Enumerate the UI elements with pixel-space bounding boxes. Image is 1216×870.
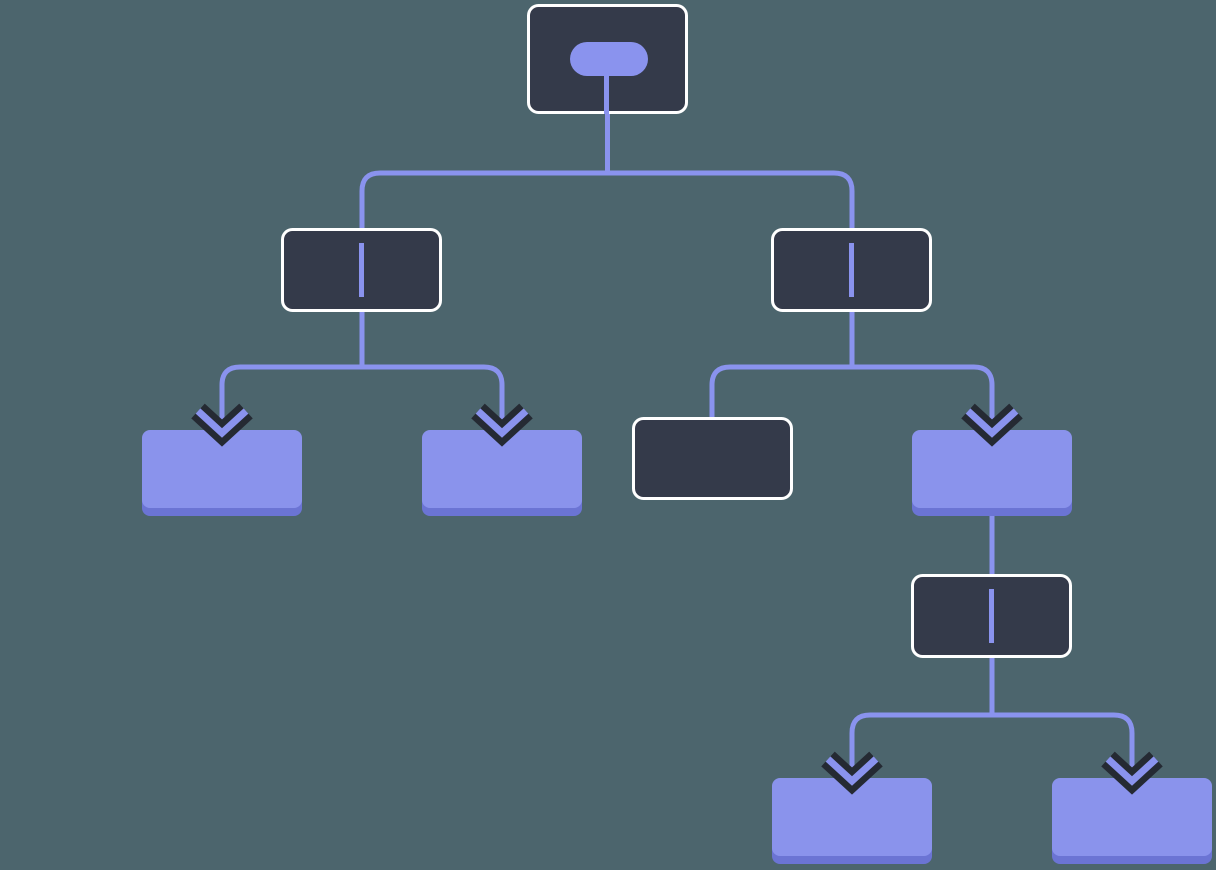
connector-level1-left-branch-left <box>219 364 362 440</box>
node-layer <box>142 4 1212 864</box>
connector-root-split-left <box>359 170 608 250</box>
arrow-to-level2-node-b <box>471 403 533 447</box>
connector-level3-branch-left <box>849 712 992 788</box>
arrow-layer <box>191 403 1163 795</box>
connector-level1-right-branch-right <box>852 364 995 440</box>
level2-node-d[interactable] <box>912 430 1072 516</box>
arrow-to-level2-node-d <box>961 403 1023 447</box>
level1-left-node[interactable] <box>281 228 442 312</box>
connector-level1-left-branch-right <box>362 364 505 440</box>
node-body <box>772 778 932 856</box>
arrow-inner <box>195 408 249 438</box>
level4-node-a[interactable] <box>772 778 932 864</box>
node-bar-marker <box>989 589 994 643</box>
node-pill-marker <box>570 42 648 76</box>
arrow-to-level4-node-b <box>1101 751 1163 795</box>
node-bar-marker <box>359 243 364 297</box>
level2-node-c[interactable] <box>632 417 793 500</box>
arrow-to-level2-node-a <box>191 403 253 447</box>
arrow-inner <box>1105 756 1159 786</box>
arrow-to-level4-node-a <box>821 751 883 795</box>
connector-level3-branch-right <box>992 712 1135 788</box>
level2-node-a[interactable] <box>142 430 302 516</box>
root-node[interactable] <box>527 4 688 115</box>
arrow-inner <box>965 408 1019 438</box>
connector-level1-right-branch-left <box>709 364 852 419</box>
node-body <box>422 430 582 508</box>
node-body <box>912 430 1072 508</box>
level3-node[interactable] <box>911 574 1072 658</box>
node-body <box>632 417 793 500</box>
level4-node-b[interactable] <box>1052 778 1212 864</box>
node-body <box>1052 778 1212 856</box>
node-body <box>142 430 302 508</box>
connector-root-split <box>607 170 855 250</box>
level1-right-node[interactable] <box>771 228 932 312</box>
level2-node-b[interactable] <box>422 430 582 516</box>
arrow-inner <box>825 756 879 786</box>
arrow-inner <box>475 408 529 438</box>
node-bar-marker <box>849 243 854 297</box>
